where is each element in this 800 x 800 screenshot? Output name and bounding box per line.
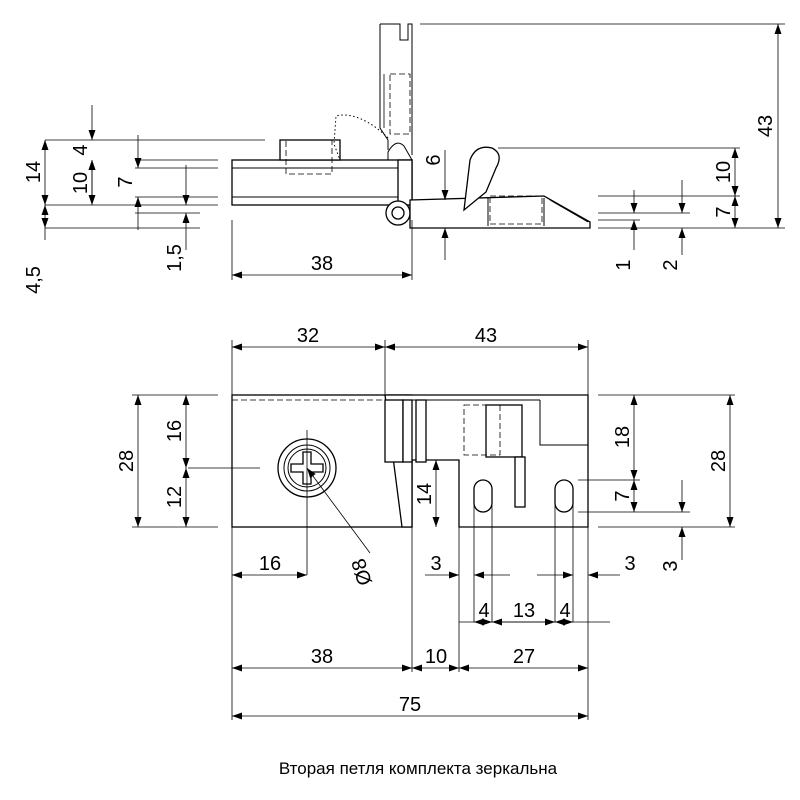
slot-left <box>473 479 493 513</box>
dim-side-7-right: 7 <box>713 206 735 217</box>
dim-top-16: 16 <box>164 420 186 442</box>
dim-side-7-left: 7 <box>115 176 137 187</box>
pin-rod <box>514 456 526 508</box>
dim-side-2: 2 <box>660 259 682 270</box>
dim-side-43: 43 <box>755 115 777 137</box>
left-plate <box>231 159 413 206</box>
dim-top-16-horizontal: 16 <box>259 553 281 575</box>
dim-top-18: 18 <box>612 426 634 448</box>
screw-head-side <box>279 139 341 161</box>
dim-top-43: 43 <box>475 325 497 347</box>
drawing-caption: Вторая петля комплекта зеркальна <box>279 759 558 778</box>
dim-side-10-left: 10 <box>70 172 92 194</box>
door-outline <box>333 114 389 161</box>
dim-top-3-right: 3 <box>624 553 635 575</box>
side-view: 14 4 10 7 4,5 1,5 38 6 43 10 7 <box>23 23 785 294</box>
cam-lobe <box>463 146 500 212</box>
dim-top-7: 7 <box>612 490 634 501</box>
dim-side-1-5: 1,5 <box>164 244 186 272</box>
dim-side-10-right: 10 <box>713 161 735 183</box>
dim-side-6: 6 <box>423 154 445 165</box>
dim-top-75: 75 <box>399 694 421 716</box>
right-lever <box>409 195 591 229</box>
dim-side-4-5: 4,5 <box>23 266 45 294</box>
dim-side-38: 38 <box>311 253 333 275</box>
dim-top-4-left: 4 <box>478 600 489 622</box>
dim-top-14: 14 <box>414 483 436 505</box>
dim-top-3-left: 3 <box>430 553 441 575</box>
door-arm <box>380 23 413 155</box>
dim-top-12: 12 <box>164 486 186 508</box>
dim-side-1: 1 <box>613 259 635 270</box>
dim-top-diameter: Ø8 <box>348 556 377 588</box>
dim-side-4: 4 <box>70 144 92 155</box>
slot-right <box>554 479 574 513</box>
dim-side-14: 14 <box>23 161 45 183</box>
dim-top-13: 13 <box>513 600 535 622</box>
dim-top-28-left: 28 <box>116 450 138 472</box>
hinge-flange <box>387 142 413 161</box>
dim-top-27: 27 <box>513 646 535 668</box>
dim-top-10: 10 <box>425 646 447 668</box>
dim-top-4-right: 4 <box>559 600 570 622</box>
dim-top-28-right: 28 <box>708 450 730 472</box>
top-view: 32 43 28 16 12 Ø8 14 18 7 28 3 16 <box>116 325 735 720</box>
dim-top-3-vertical: 3 <box>660 560 682 571</box>
dim-top-32: 32 <box>297 325 319 347</box>
dim-top-38: 38 <box>311 646 333 668</box>
